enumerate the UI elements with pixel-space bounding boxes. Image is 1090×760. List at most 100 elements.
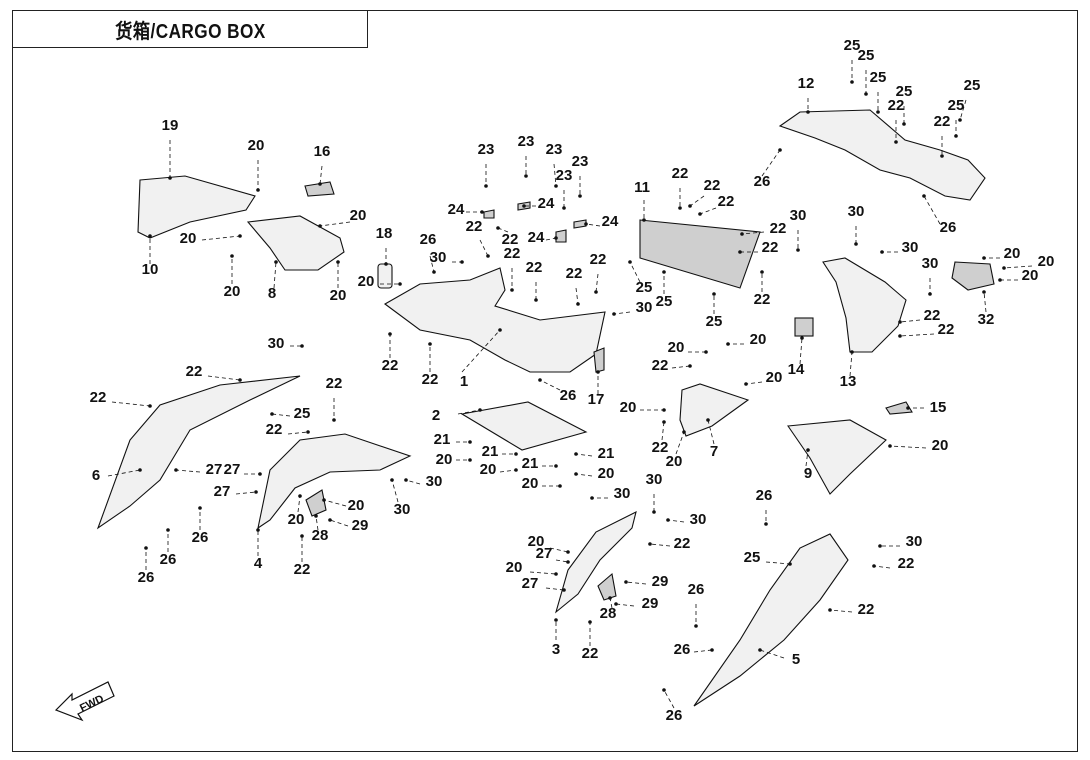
leader-dot-20 — [704, 350, 708, 354]
callout-20: 20 — [620, 399, 637, 416]
callout-26: 26 — [138, 569, 155, 586]
part-13-bracket — [822, 257, 907, 353]
leader-dot-20 — [574, 472, 578, 476]
leader-dot-22 — [738, 250, 742, 254]
leader-dot-5 — [758, 648, 762, 652]
leader-dot-20 — [998, 278, 1002, 282]
leader-line-28 — [315, 515, 319, 531]
leader-dot-22 — [300, 534, 304, 538]
callout-20: 20 — [1004, 245, 1021, 262]
callout-26: 26 — [420, 231, 437, 248]
callout-6: 6 — [92, 467, 100, 484]
part-2-floor-plate — [460, 401, 588, 451]
callout-27: 27 — [522, 575, 539, 592]
part-7-side-trim — [679, 383, 750, 437]
callout-22: 22 — [90, 389, 107, 406]
leader-dot-20 — [230, 254, 234, 258]
callout-22: 22 — [652, 439, 669, 456]
callout-22: 22 — [186, 363, 203, 380]
callout-22: 22 — [898, 555, 915, 572]
callout-20: 20 — [668, 339, 685, 356]
leader-dot-22 — [428, 342, 432, 346]
leader-dot-20 — [336, 260, 340, 264]
leader-dot-26 — [694, 624, 698, 628]
page-title: 货箱/CARGO BOX — [114, 20, 266, 43]
part-6-left-fender — [96, 375, 301, 530]
callout-22: 22 — [704, 177, 721, 194]
leader-dot-23 — [484, 184, 488, 188]
part-24-rivet — [555, 229, 567, 243]
part-12-rear-frame — [778, 109, 986, 201]
leader-dot-27 — [562, 588, 566, 592]
leader-dot-22 — [828, 608, 832, 612]
callout-20: 20 — [248, 137, 265, 154]
leader-dot-22 — [388, 332, 392, 336]
leader-dot-22 — [678, 206, 682, 210]
callout-22: 22 — [502, 231, 519, 248]
leader-dot-25 — [876, 110, 880, 114]
leader-dot-10 — [148, 234, 152, 238]
leader-line-26 — [663, 689, 675, 709]
leader-dot-22 — [510, 288, 514, 292]
part-24-rivet — [483, 209, 495, 219]
part-14-fastener — [794, 317, 814, 337]
leader-dot-20 — [558, 484, 562, 488]
leader-dot-24 — [554, 236, 558, 240]
callout-26: 26 — [192, 529, 209, 546]
callout-22: 22 — [382, 357, 399, 374]
callout-30: 30 — [636, 299, 653, 316]
part-4-left-wheel-arch — [257, 433, 412, 530]
leader-line-25 — [959, 99, 967, 121]
callout-22: 22 — [590, 251, 607, 268]
leader-dot-27 — [258, 472, 262, 476]
part-10-side-panel — [137, 175, 256, 239]
callout-22: 22 — [858, 601, 875, 618]
leader-line-22 — [699, 207, 717, 215]
callout-20: 20 — [522, 475, 539, 492]
leader-dot-22 — [534, 298, 538, 302]
part-15-clip — [885, 401, 913, 415]
leader-line-20 — [319, 221, 351, 227]
leader-line-32 — [983, 291, 987, 313]
leader-line-26 — [429, 255, 435, 273]
callout-23: 23 — [556, 167, 573, 184]
leader-dot-30 — [854, 242, 858, 246]
leader-dot-25 — [958, 118, 962, 122]
leader-dot-22 — [698, 212, 702, 216]
callout-22: 22 — [924, 307, 941, 324]
leader-dot-20 — [468, 458, 472, 462]
leader-line-27 — [175, 469, 201, 473]
leader-line-22 — [689, 195, 705, 207]
callout-23: 23 — [518, 133, 535, 150]
leader-dot-30 — [666, 518, 670, 522]
callout-22: 22 — [504, 245, 521, 262]
callout-3: 3 — [552, 641, 560, 658]
callout-25: 25 — [964, 77, 981, 94]
leader-line-27 — [545, 587, 565, 591]
leader-line-20 — [529, 571, 557, 575]
leader-dot-22 — [648, 542, 652, 546]
leader-dot-16 — [318, 182, 322, 186]
leader-dot-32 — [982, 290, 986, 294]
leader-line-2 — [457, 409, 481, 415]
leader-dot-25 — [788, 562, 792, 566]
callout-22: 22 — [326, 375, 343, 392]
callout-22: 22 — [652, 357, 669, 374]
leader-dot-12 — [806, 110, 810, 114]
callout-27: 27 — [206, 461, 223, 478]
leader-dot-4 — [256, 528, 260, 532]
leader-dot-22 — [898, 334, 902, 338]
title-box: 货箱/CARGO BOX — [12, 10, 368, 48]
callout-22: 22 — [526, 259, 543, 276]
leader-dot-21 — [554, 464, 558, 468]
callout-24: 24 — [528, 229, 545, 246]
callout-20: 20 — [1038, 253, 1055, 270]
leader-dot-29 — [624, 580, 628, 584]
leader-dot-26 — [432, 270, 436, 274]
callout-26: 26 — [666, 707, 683, 724]
leader-dot-20 — [566, 550, 570, 554]
callout-22: 22 — [674, 535, 691, 552]
leader-dot-22 — [760, 270, 764, 274]
part-17-clip — [593, 347, 605, 373]
leader-dot-22 — [588, 620, 592, 624]
